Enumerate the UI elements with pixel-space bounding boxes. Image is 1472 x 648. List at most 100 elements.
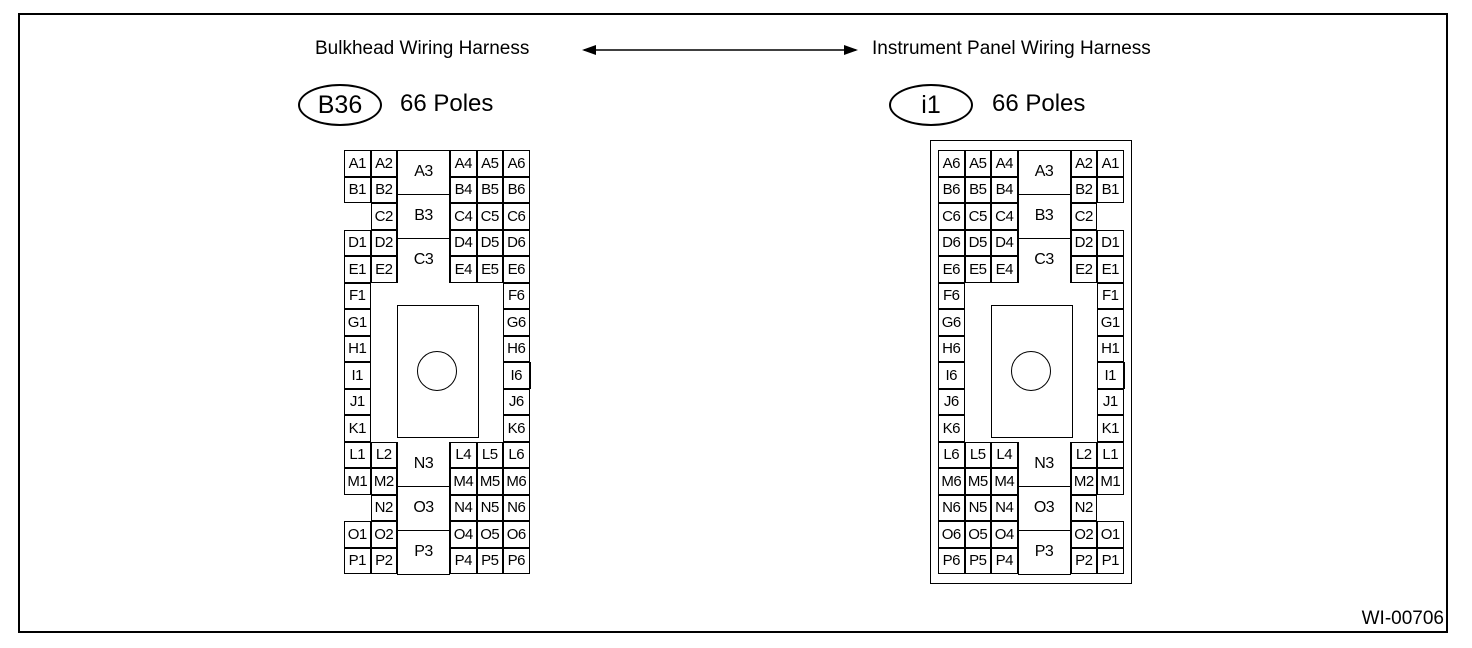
pin-cell: E5 [964, 256, 991, 283]
pin-cell: K6 [503, 415, 530, 442]
pin-cell: B1 [344, 176, 371, 203]
pin-cell: O6 [938, 521, 965, 548]
pin-cell: I1 [344, 362, 371, 389]
center-key-circle [416, 351, 457, 392]
pin-cell: M1 [344, 468, 371, 495]
center-pin-cell: B3 [414, 207, 433, 225]
pin-cell: C2 [370, 203, 397, 230]
pin-cell: C6 [503, 203, 530, 230]
pin-cell: P4 [991, 547, 1018, 574]
pin-cell: M1 [1097, 468, 1124, 495]
center-pin-block [397, 150, 450, 283]
pin-cell: D2 [1070, 229, 1097, 256]
pin-cell: O2 [1070, 521, 1097, 548]
pin-cell: G6 [503, 309, 530, 336]
pin-cell: A5 [476, 150, 503, 177]
pin-cell: D4 [450, 229, 477, 256]
center-pin-cell: O3 [1033, 498, 1055, 516]
pin-cell: N6 [503, 494, 530, 521]
pin-cell: A1 [344, 150, 371, 177]
pin-cell: E1 [1097, 256, 1124, 283]
pin-cell: P6 [938, 547, 965, 574]
pin-cell: N4 [450, 494, 477, 521]
pin-cell: E2 [1070, 256, 1097, 283]
housing-wall [1123, 362, 1125, 389]
housing-wall [529, 362, 531, 389]
pin-cell: A6 [938, 150, 965, 177]
pin-cell: L2 [1070, 441, 1097, 468]
pin-cell: A4 [991, 150, 1018, 177]
pin-cell: H6 [503, 335, 530, 362]
pin-cell: G1 [344, 309, 371, 336]
center-pin-block [1017, 150, 1071, 283]
pin-cell: D2 [370, 229, 397, 256]
pin-cell: C4 [991, 203, 1018, 230]
pin-cell: N5 [964, 494, 991, 521]
center-pin-cell: A3 [414, 163, 433, 181]
pin-cell: N2 [370, 494, 397, 521]
pin-cell: M2 [1070, 468, 1097, 495]
pin-cell: L6 [938, 441, 965, 468]
pin-cell: L5 [964, 441, 991, 468]
center-pin-cell: B3 [1034, 207, 1054, 225]
pin-cell: C4 [450, 203, 477, 230]
divider [397, 485, 450, 487]
center-key-rect [991, 305, 1073, 438]
pin-cell: G6 [938, 309, 965, 336]
divider [397, 574, 450, 575]
pin-cell: N5 [476, 494, 503, 521]
pin-cell: A2 [1070, 150, 1097, 177]
pin-cell: O5 [476, 521, 503, 548]
pin-cell: A5 [964, 150, 991, 177]
pin-cell: L6 [503, 441, 530, 468]
center-pin-cell: A3 [1034, 163, 1054, 181]
pin-cell: B2 [370, 176, 397, 203]
divider [1017, 194, 1071, 196]
pin-cell: D1 [1097, 229, 1124, 256]
divider [1017, 529, 1071, 531]
pin-cell: O4 [991, 521, 1018, 548]
left-connector-code-oval: B36 [298, 84, 382, 126]
pin-cell: B6 [503, 176, 530, 203]
housing-wall [344, 362, 345, 389]
pin-cell: O2 [370, 521, 397, 548]
pin-cell: A1 [1097, 150, 1124, 177]
pin-cell: P2 [1070, 547, 1097, 574]
pin-cell: N2 [1070, 494, 1097, 521]
pin-cell: O1 [344, 521, 371, 548]
pin-cell: O4 [450, 521, 477, 548]
pin-cell: P1 [1097, 547, 1124, 574]
pin-cell: D6 [938, 229, 965, 256]
center-pin-block [397, 441, 450, 574]
diagram-frame [18, 13, 1448, 633]
double-arrow-icon [582, 45, 858, 55]
pin-cell: M5 [964, 468, 991, 495]
divider [1017, 238, 1071, 240]
center-pin-cell: P3 [414, 542, 433, 560]
pin-cell: L4 [450, 441, 477, 468]
left-harness-label: Bulkhead Wiring Harness [315, 38, 530, 59]
pin-cell: D5 [476, 229, 503, 256]
pin-cell: D4 [991, 229, 1018, 256]
pin-cell: J6 [938, 388, 965, 415]
center-pin-cell: N3 [1034, 454, 1054, 472]
divider [397, 238, 450, 240]
pin-cell: C5 [964, 203, 991, 230]
divider [1017, 485, 1071, 487]
pin-cell: K1 [1097, 415, 1124, 442]
pin-cell: P4 [450, 547, 477, 574]
right-connector-poles: 66 Poles [992, 90, 1086, 117]
center-pin-cell: C3 [413, 251, 434, 269]
center-key-rect [397, 305, 479, 438]
pin-cell: P6 [503, 547, 530, 574]
pin-cell: L2 [370, 441, 397, 468]
pin-cell: K1 [344, 415, 371, 442]
pin-cell: F6 [503, 282, 530, 309]
pin-cell: M6 [503, 468, 530, 495]
pin-cell: P5 [964, 547, 991, 574]
center-pin-cell: P3 [1034, 542, 1054, 560]
pin-cell: I6 [938, 362, 965, 389]
center-key-circle [1010, 351, 1051, 392]
right-connector-code-oval: i1 [889, 84, 973, 126]
figure-code: WI-00706 [1361, 608, 1444, 629]
